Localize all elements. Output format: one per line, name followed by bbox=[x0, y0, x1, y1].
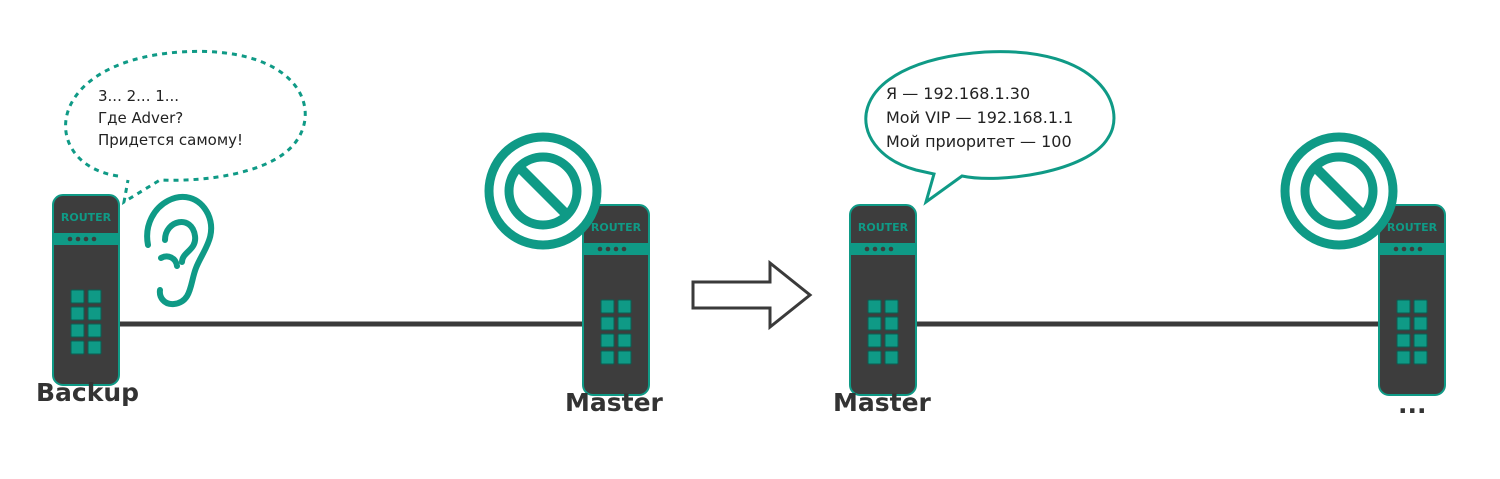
router-label: ROUTER bbox=[61, 211, 112, 224]
bubble-line: Я — 192.168.1.30 bbox=[886, 84, 1031, 103]
bubble-line: Мой VIP — 192.168.1.1 bbox=[886, 108, 1074, 127]
prohibited-icon bbox=[489, 137, 597, 245]
router-old-master-down: ROUTER bbox=[1378, 204, 1446, 396]
speech-bubble-right bbox=[864, 50, 1116, 206]
role-label-backup: Backup bbox=[36, 378, 140, 407]
bubble-line: Мой приоритет — 100 bbox=[886, 132, 1072, 151]
thought-bubble-text: 3... 2... 1... Где Adver? Придется самом… bbox=[98, 85, 243, 151]
role-label-master-right: Master bbox=[833, 388, 931, 417]
arrow-right-icon bbox=[691, 259, 813, 331]
bubble-line: Придется самому! bbox=[98, 131, 244, 149]
speech-bubble-text: Я — 192.168.1.30 Мой VIP — 192.168.1.1 М… bbox=[886, 82, 1073, 154]
router-label: ROUTER bbox=[591, 221, 642, 234]
router-new-master: ROUTER bbox=[849, 204, 917, 396]
role-label-master-left: Master bbox=[565, 388, 663, 417]
router-label: ROUTER bbox=[1387, 221, 1438, 234]
router-backup: ROUTER bbox=[52, 194, 120, 386]
router-master-left-scene: ROUTER bbox=[582, 204, 650, 396]
router-label: ROUTER bbox=[858, 221, 909, 234]
ear-icon bbox=[144, 193, 215, 308]
thought-bubble-left bbox=[64, 49, 307, 206]
role-label-unknown: ... bbox=[1398, 390, 1427, 419]
bubble-line: Где Adver? bbox=[98, 109, 184, 127]
bubble-line: 3... 2... 1... bbox=[98, 87, 180, 105]
prohibited-icon bbox=[1285, 137, 1393, 245]
